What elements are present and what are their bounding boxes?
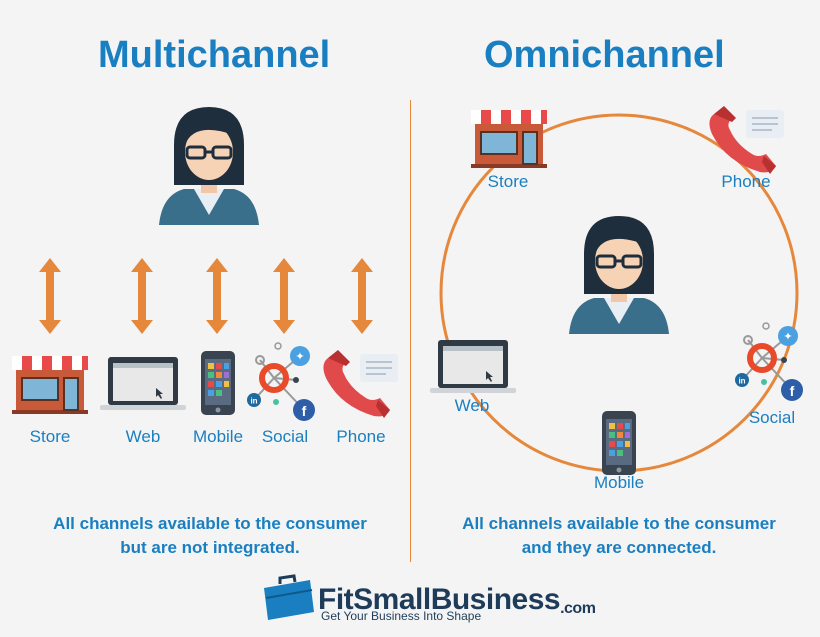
svg-text:✦: ✦: [295, 350, 304, 363]
center-divider: [410, 100, 411, 562]
multichannel-title: Multichannel: [98, 34, 331, 76]
multichannel-caption: All channels available to the consumer b…: [12, 512, 408, 560]
store-icon-right: [471, 110, 547, 168]
briefcase-logo-icon: [264, 574, 314, 620]
mobile-label-left: Mobile: [192, 427, 244, 446]
multichannel-caption-line2: but are not integrated.: [120, 538, 300, 557]
arrow-social: [273, 258, 295, 334]
arrow-phone: [351, 258, 373, 334]
multichannel-caption-line1: All channels available to the consumer: [53, 514, 367, 533]
svg-text:f: f: [302, 403, 307, 419]
mobile-phone-icon-right: [602, 411, 636, 475]
arrow-store: [39, 258, 61, 334]
logo-name-suffix: .com: [560, 600, 596, 617]
store-icon-left: [12, 356, 88, 414]
svg-text:f: f: [790, 383, 795, 399]
consumer-icon-right: [569, 216, 669, 334]
logo-tagline: Get Your Business Into Shape: [321, 609, 482, 623]
phone-handset-icon-right: [709, 106, 784, 174]
social-label-left: Social: [261, 427, 309, 446]
web-label-left: Web: [125, 427, 161, 446]
svg-text:✦: ✦: [783, 330, 792, 343]
mobile-phone-icon-left: [201, 351, 235, 415]
web-laptop-icon-right: [430, 340, 516, 393]
web-laptop-icon-left: [100, 357, 186, 410]
store-label-left: Store: [29, 427, 71, 446]
web-label-right: Web: [454, 396, 490, 415]
consumer-icon-left: [159, 107, 259, 225]
social-label-right: Social: [748, 408, 796, 427]
logo-wordmark: FitSmallBusiness.com: [318, 583, 596, 617]
store-label-right: Store: [487, 172, 529, 191]
phone-handset-icon-left: [323, 350, 398, 418]
arrow-mobile: [206, 258, 228, 334]
omnichannel-caption-line1: All channels available to the consumer: [462, 514, 776, 533]
omnichannel-caption-line2: and they are connected.: [521, 538, 717, 557]
mobile-label-right: Mobile: [593, 473, 645, 492]
svg-text:in: in: [738, 377, 745, 386]
omnichannel-title: Omnichannel: [484, 34, 725, 76]
phone-label-right: Phone: [721, 172, 771, 191]
arrows-left: [39, 258, 373, 334]
logo-name-main: FitSmallBusiness: [318, 583, 561, 616]
social-network-icon-right: ✦ f in: [735, 322, 803, 401]
svg-text:in: in: [250, 397, 257, 406]
phone-label-left: Phone: [336, 427, 386, 446]
omnichannel-caption: All channels available to the consumer a…: [420, 512, 818, 560]
social-network-icon-left: ✦ f in: [247, 342, 315, 421]
arrow-web: [131, 258, 153, 334]
